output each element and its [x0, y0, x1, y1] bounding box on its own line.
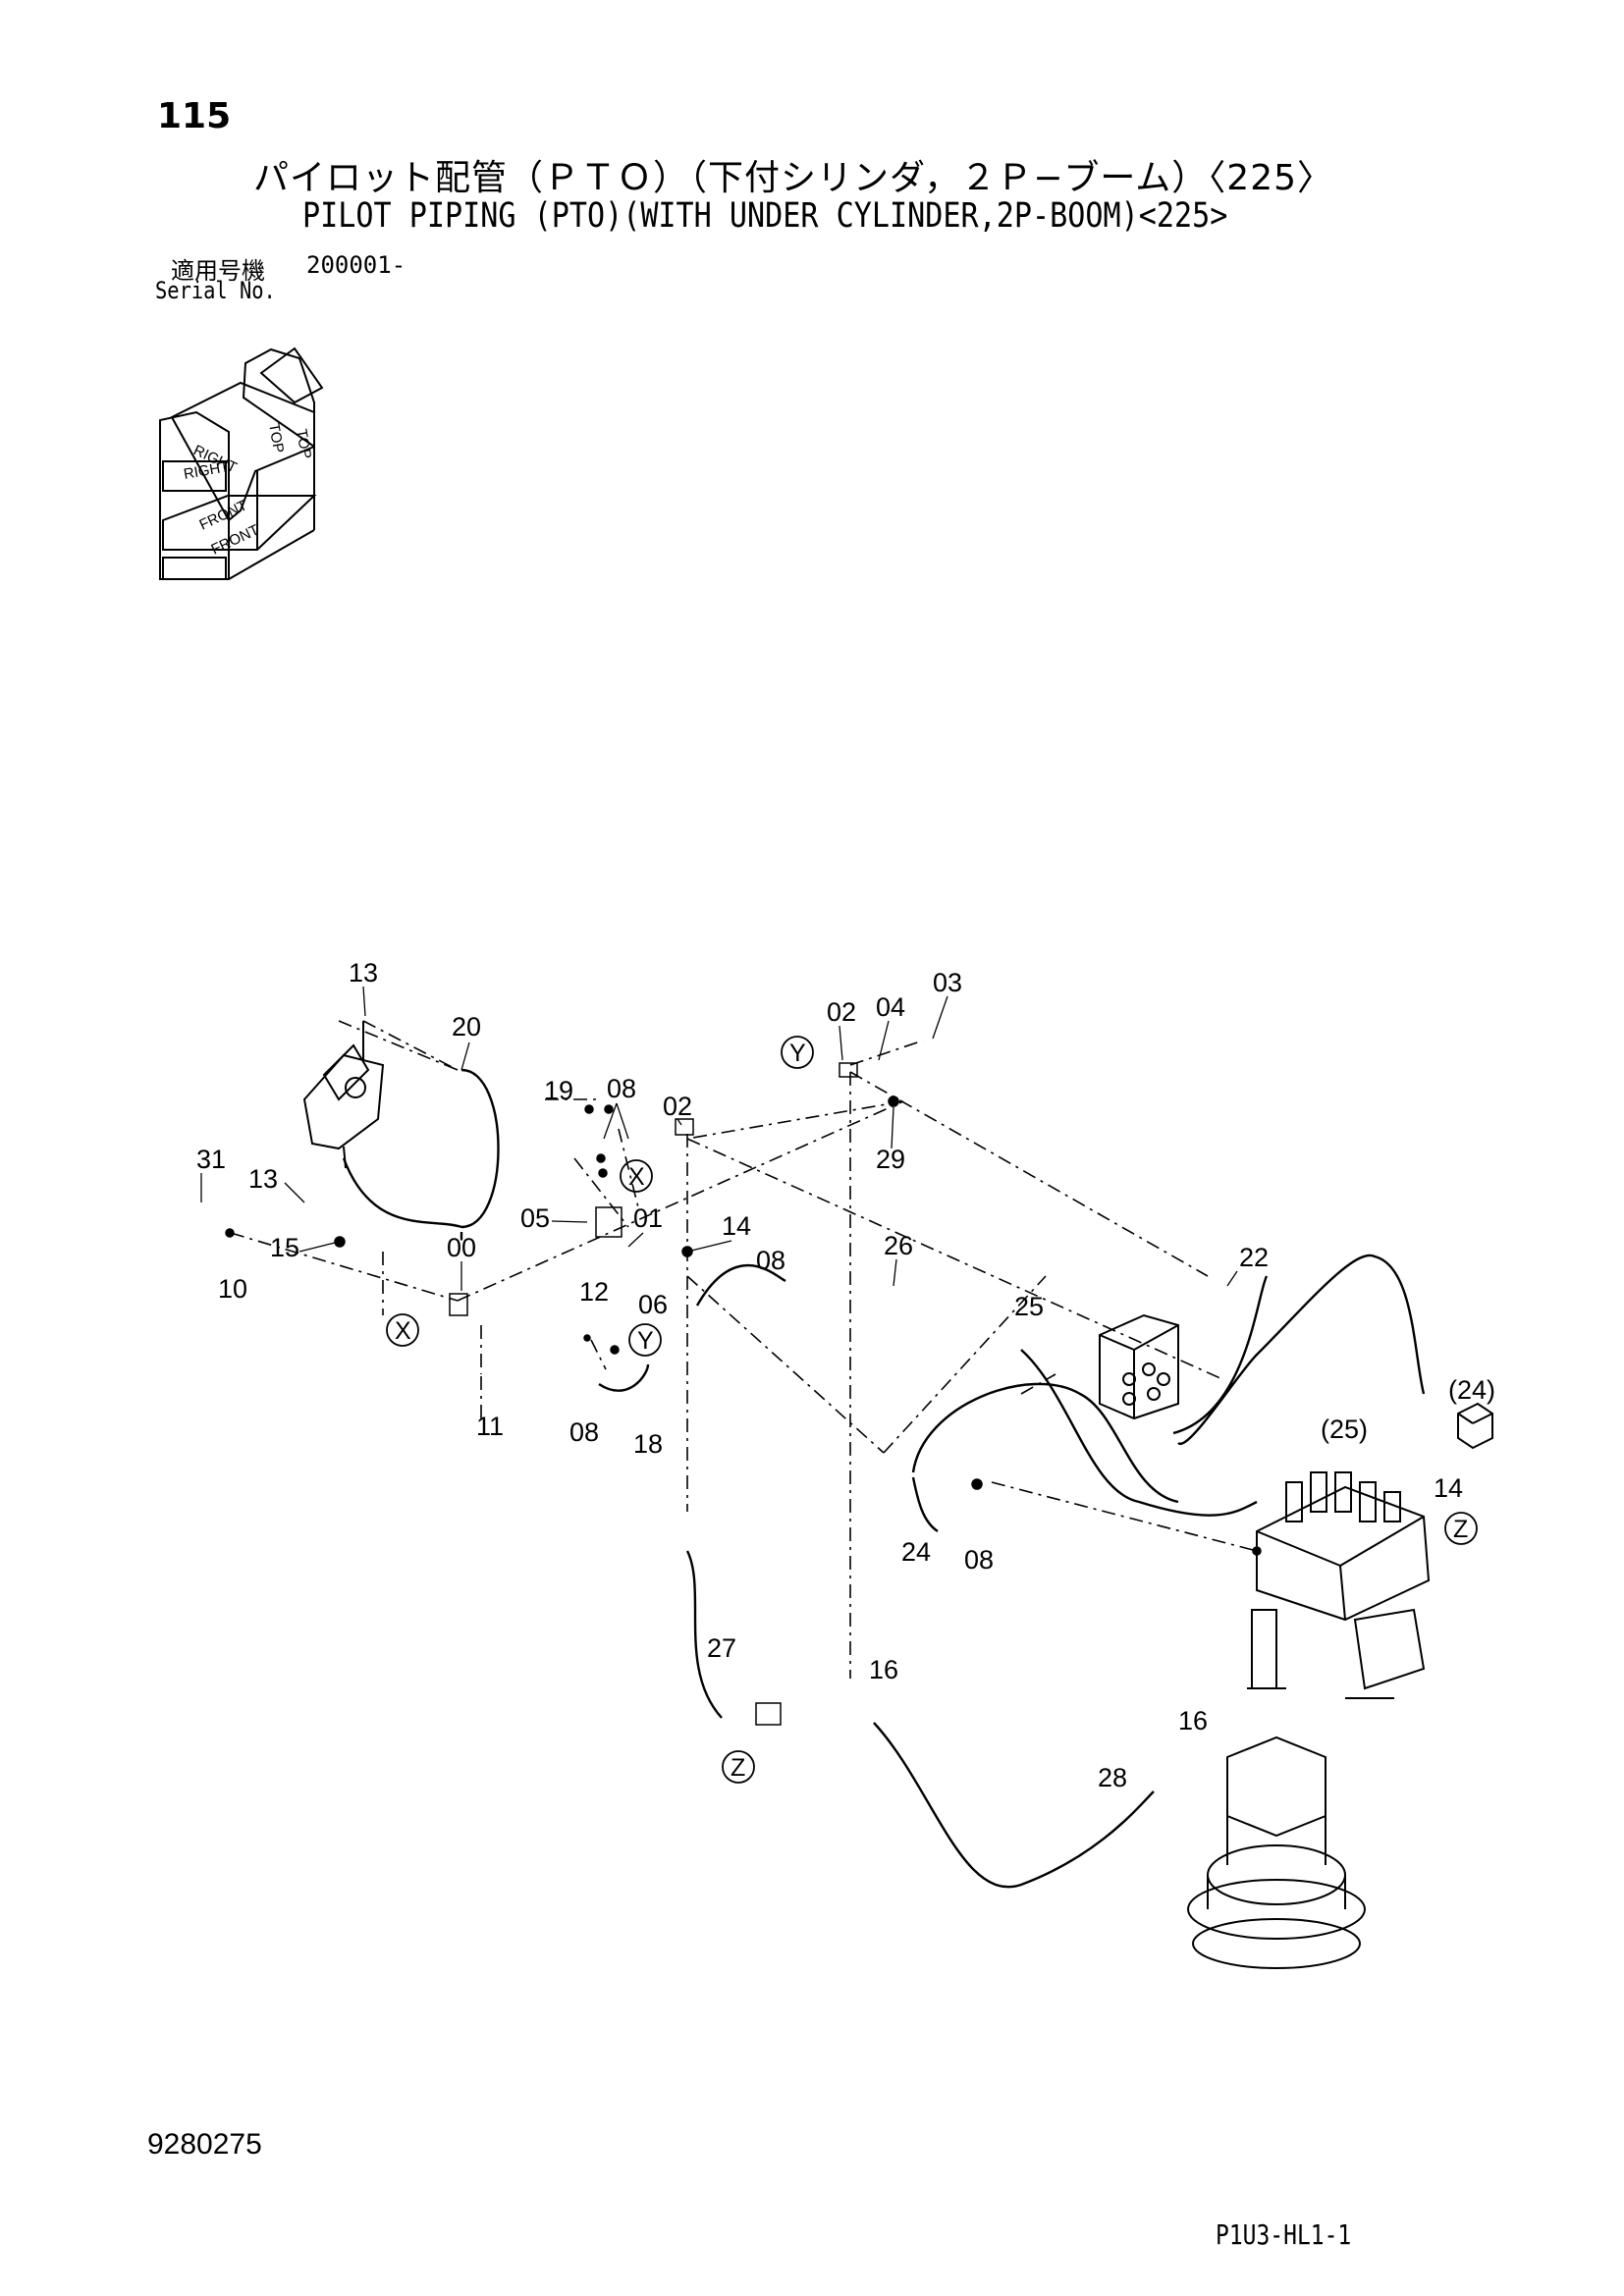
callout-06: 06: [638, 1290, 668, 1319]
hoses: [342, 1068, 1426, 1889]
callout-10: 10: [218, 1274, 247, 1304]
swing-motor: [1187, 1735, 1366, 1969]
callout-25: 25: [1014, 1292, 1044, 1321]
callout-13: 13: [248, 1164, 278, 1194]
ref-letter: X: [628, 1163, 645, 1191]
callout-27: 27: [707, 1633, 736, 1663]
ref-letter: Z: [731, 1754, 745, 1782]
callout-02: 02: [663, 1092, 692, 1121]
callout-16: 16: [869, 1655, 898, 1684]
ref-letter: X: [395, 1317, 411, 1345]
callout-11: 11: [476, 1412, 504, 1441]
serial-label-japanese: 適用号機: [171, 257, 265, 285]
title-japanese: パイロット配管（ＰＴＯ）（下付シリンダ，２Ｐ−ブーム）〈225〉: [253, 158, 1333, 198]
callout-20: 20: [452, 1012, 481, 1041]
ref-letter: Y: [789, 1040, 806, 1067]
ref-letter: Y: [637, 1327, 654, 1355]
small-fittings: [225, 1062, 1262, 1726]
callout-28: 28: [1098, 1763, 1127, 1792]
orientation-label: TOP: [293, 428, 314, 460]
ref-letter: Z: [1453, 1516, 1468, 1543]
callouts: 13 20 02 04 03 19 08 02 29 31 13 05 01 1…: [196, 958, 1495, 1792]
callout-08: 08: [964, 1545, 994, 1575]
callout-12: 12: [579, 1277, 609, 1307]
callout-03: 03: [933, 968, 962, 997]
callout-08: 08: [607, 1074, 636, 1103]
ref-marker-z: [1444, 1512, 1478, 1545]
control-valve: [1247, 1471, 1431, 1699]
ref-marker-x: [620, 1159, 653, 1193]
ref-marker-z: [722, 1750, 755, 1784]
callout-26: 08: [756, 1246, 785, 1275]
callout-15: 15: [270, 1233, 299, 1262]
routing-lines: [230, 1020, 1258, 1679]
pilot-valve-top: [302, 1021, 385, 1169]
serial-label-english: Serial No.: [155, 277, 276, 304]
leader-lines: [200, 986, 1238, 1291]
selector-valve: [1099, 1313, 1179, 1420]
callout-13: 13: [349, 958, 378, 988]
drawing-code: P1U3-HL1-1: [1216, 2218, 1352, 2251]
callout-02: 02: [827, 997, 856, 1027]
callout-01: 01: [633, 1203, 663, 1233]
callout-05: 05: [520, 1203, 550, 1233]
callout-31: 31: [196, 1145, 226, 1174]
orientation-icon: TOP TOP RIGHT RIGHT FRONT FRONT: [159, 347, 324, 580]
ref-marker-y: [781, 1036, 814, 1069]
ref-marker-y: [628, 1323, 662, 1357]
callout-24-paren: (24): [1448, 1375, 1495, 1405]
callout-08: 26: [884, 1231, 913, 1260]
callout-24: 24: [901, 1537, 931, 1567]
callout-08: 08: [569, 1417, 599, 1447]
callout-19: 19: [544, 1076, 573, 1105]
callout-25-paren: (25): [1321, 1415, 1368, 1444]
callout-14: 14: [1434, 1473, 1463, 1503]
reference-marker-letters: Y X X Y Z Z: [395, 1040, 1468, 1782]
callout-04: 04: [876, 992, 905, 1022]
callout-29: 29: [876, 1145, 905, 1174]
page-number: 115: [157, 96, 232, 136]
title-english: PILOT PIPING (PTO)(WITH UNDER CYLINDER,2…: [302, 196, 1228, 236]
callout-18: 18: [633, 1429, 663, 1459]
ref-marker-x: [386, 1313, 419, 1347]
solenoid-block: [1457, 1402, 1493, 1450]
orientation-label: TOP: [265, 422, 287, 454]
document-number: 9280275: [147, 2128, 262, 2161]
callout-16: 16: [1178, 1706, 1208, 1735]
callout-14: 14: [722, 1211, 751, 1241]
callout-00: 00: [447, 1233, 476, 1262]
serial-value: 200001-: [306, 251, 406, 279]
reference-markers: [386, 1036, 1478, 1784]
callout-22: 22: [1239, 1243, 1269, 1272]
